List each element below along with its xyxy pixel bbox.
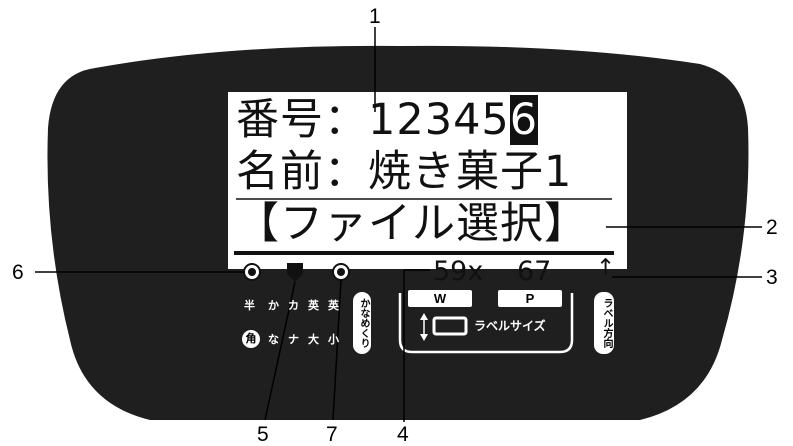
w-tab: [408, 290, 472, 307]
mode-bottom-2: ナ: [288, 333, 299, 346]
direction-arrow: ↑: [596, 255, 616, 281]
label-size-text: ラベルサイズ: [474, 319, 546, 333]
mode-bottom-0: 角: [242, 330, 260, 348]
callout-1: 1: [369, 5, 381, 28]
callout-4: 4: [397, 423, 409, 446]
kana-cycle-button[interactable]: かなめくり: [353, 292, 371, 354]
callout-7: 7: [326, 423, 338, 446]
lcd-screen: [228, 92, 627, 269]
mode-top-1: か: [268, 299, 279, 312]
mode-bottom-1: な: [268, 333, 279, 346]
lcd-line-2: 名前：焼き菓子1: [236, 147, 573, 197]
cursor-char: 6: [509, 95, 539, 145]
mode-bottom-4: 小: [328, 333, 339, 346]
pitch-value: 67: [517, 256, 552, 287]
p-tab: [498, 290, 562, 307]
number-text: 番号：12345: [236, 95, 510, 145]
leader-7: [332, 279, 342, 421]
label-size-icon: [432, 316, 468, 336]
mode-top-3: 英: [308, 299, 319, 312]
callout-6: 6: [12, 261, 24, 284]
p-label: P: [525, 291, 535, 306]
callout-5: 5: [257, 423, 269, 446]
mode-top-0: 半: [244, 299, 255, 312]
callout-3: 3: [766, 266, 778, 289]
callout-2: 2: [766, 216, 778, 239]
lcd-line-1: 番号：123456: [236, 95, 539, 145]
w-label: W: [433, 291, 447, 306]
lcd-line-3: 【ファイル選択】: [236, 199, 588, 249]
width-value: 59x: [433, 256, 484, 287]
mode-bottom-3: 大: [308, 333, 319, 346]
label-direction-button[interactable]: ラベル方向: [594, 292, 614, 354]
label-size-bracket: [398, 293, 574, 354]
indicator-5: [287, 263, 303, 282]
leader-5: [264, 281, 296, 421]
mode-top-2: カ: [288, 299, 299, 312]
mode-top-4: 英: [328, 299, 339, 312]
